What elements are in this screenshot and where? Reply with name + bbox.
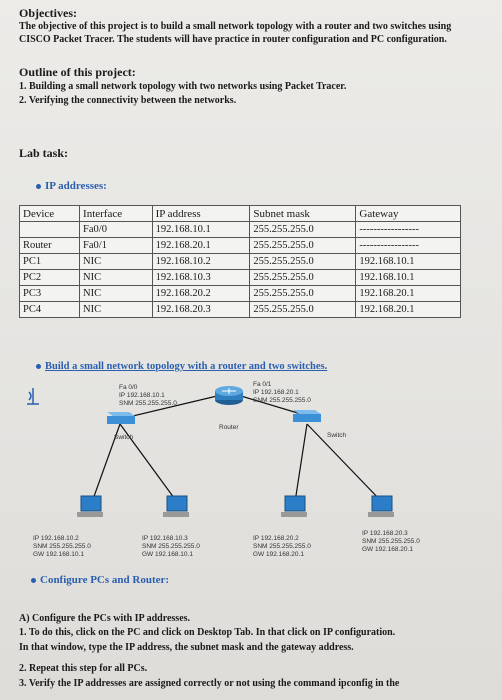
table-cell: PC3 — [18, 285, 81, 302]
topology-bullet: Build a small network topology with a ro… — [36, 360, 327, 373]
router-fa01-label: Fa 0/1 IP 192.168.20.1 SNM 255.255.255.0 — [253, 381, 311, 404]
pc-icon — [368, 495, 394, 517]
table-cell: Fa0/1 — [79, 237, 153, 254]
instruction-line-1: 1. To do this, click on the PC and click… — [19, 627, 396, 638]
table-cell: 192.168.20.1 — [355, 301, 461, 318]
bullet-dot-icon — [36, 364, 41, 369]
pc1-label: IP 192.168.10.2 SNM 255.255.255.0 GW 192… — [33, 535, 91, 558]
router-fa00-label: Fa 0/0 IP 192.168.10.1 SNM 255.255.255.0 — [119, 384, 177, 407]
network-topology-diagram — [27, 386, 394, 517]
header-ip-address: IP address — [151, 205, 251, 222]
table-cell: PC1 — [18, 253, 81, 270]
link-switch2-pc3 — [294, 423, 308, 503]
switch2-label: Switch — [327, 432, 347, 439]
table-row: PC3 NIC 192.168.20.2 255.255.255.0 192.1… — [18, 285, 461, 302]
table-cell: PC4 — [18, 301, 81, 318]
objectives-line-2: CISCO Packet Tracer. The students will h… — [19, 34, 447, 45]
table-cell: NIC — [79, 269, 153, 286]
table-cell: NIC — [79, 285, 153, 302]
objectives-heading: Objectives: — [19, 6, 77, 20]
table-row: PC1 NIC 192.168.10.2 255.255.255.0 192.1… — [18, 253, 461, 270]
instruction-line-4: 3. Verify the IP addresses are assigned … — [19, 678, 400, 689]
table-cell — [18, 221, 81, 238]
table-cell: 255.255.255.0 — [249, 253, 357, 270]
anchor-icon — [27, 388, 39, 405]
bullet-dot-icon — [36, 184, 41, 189]
table-cell: Router — [18, 237, 81, 254]
topology-label: Build a small network topology with a ro… — [45, 361, 328, 372]
link-switch1-pc1 — [91, 423, 121, 503]
table-row: PC2 NIC 192.168.10.3 255.255.255.0 192.1… — [18, 269, 461, 286]
table-cell: 255.255.255.0 — [249, 285, 357, 302]
table-cell: 192.168.10.1 — [355, 269, 461, 286]
header-device: Device — [18, 205, 81, 222]
pc-icon — [77, 495, 103, 517]
outline-item-1: 1. Building a small network topology wit… — [19, 81, 347, 92]
pc-icon — [281, 495, 307, 517]
switch-icon — [107, 412, 135, 424]
router-label: Router — [219, 424, 239, 431]
table-row: Fa0/0 192.168.10.1 255.255.255.0 -------… — [18, 221, 461, 238]
lab-task-heading: Lab task: — [19, 146, 69, 160]
table-cell: NIC — [79, 253, 153, 270]
pc-icon — [163, 495, 189, 517]
table-cell: ----------------- — [355, 237, 461, 254]
table-cell: 192.168.20.1 — [355, 285, 461, 302]
switch-icon — [293, 410, 321, 422]
link-switch1-router — [119, 395, 218, 420]
table-cell: NIC — [79, 301, 153, 318]
table-cell: 192.168.20.3 — [151, 301, 251, 318]
instructions-heading: A) Configure the PCs with IP addresses. — [19, 613, 191, 624]
table-cell: ----------------- — [355, 221, 461, 238]
header-interface: Interface — [79, 205, 153, 222]
table-header-row: Device Interface IP address Subnet mask … — [18, 205, 461, 222]
pc2-label: IP 192.168.10.3 SNM 255.255.255.0 GW 192… — [142, 535, 200, 558]
header-subnet-mask: Subnet mask — [249, 205, 357, 222]
table-cell: 192.168.10.1 — [151, 221, 251, 238]
outline-item-2: 2. Verifying the connectivity between th… — [19, 95, 237, 106]
table-cell: 255.255.255.0 — [249, 301, 357, 318]
table-cell: 192.168.20.1 — [151, 237, 251, 254]
table-cell: 192.168.10.2 — [151, 253, 251, 270]
instruction-line-3: 2. Repeat this step for all PCs. — [19, 663, 148, 674]
pc4-label: IP 192.168.20.3 SNM 255.255.255.0 GW 192… — [362, 530, 420, 553]
link-switch2-pc4 — [306, 423, 383, 503]
ip-address-table: Device Interface IP address Subnet mask … — [18, 205, 461, 318]
switch1-label: Switch — [114, 434, 134, 441]
header-gateway: Gateway — [355, 205, 461, 222]
table-cell: 192.168.20.2 — [151, 285, 251, 302]
table-row: Router Fa0/1 192.168.20.1 255.255.255.0 … — [18, 237, 461, 254]
table-cell: 255.255.255.0 — [249, 221, 357, 238]
pc3-label: IP 192.168.20.2 SNM 255.255.255.0 GW 192… — [253, 535, 311, 558]
ip-addresses-label: IP addresses: — [45, 180, 107, 192]
outline-heading: Outline of this project: — [19, 65, 136, 79]
link-switch1-pc2 — [119, 423, 178, 503]
configure-label: Configure PCs and Router: — [40, 574, 170, 586]
ip-addresses-bullet: IP addresses: — [36, 180, 107, 193]
table-cell: 255.255.255.0 — [249, 237, 357, 254]
table-cell: PC2 — [18, 269, 81, 286]
router-icon — [215, 386, 243, 405]
bullet-dot-icon — [31, 578, 36, 583]
table-cell: 192.168.10.3 — [151, 269, 251, 286]
table-row: PC4 NIC 192.168.20.3 255.255.255.0 192.1… — [18, 301, 461, 318]
link-router-switch2 — [240, 395, 302, 415]
configure-bullet: Configure PCs and Router: — [31, 574, 169, 587]
objectives-line-1: The objective of this project is to buil… — [19, 21, 452, 32]
table-cell: Fa0/0 — [79, 221, 153, 238]
instruction-line-2: In that window, type the IP address, the… — [19, 642, 354, 653]
table-cell: 255.255.255.0 — [249, 269, 357, 286]
table-cell: 192.168.10.1 — [355, 253, 461, 270]
